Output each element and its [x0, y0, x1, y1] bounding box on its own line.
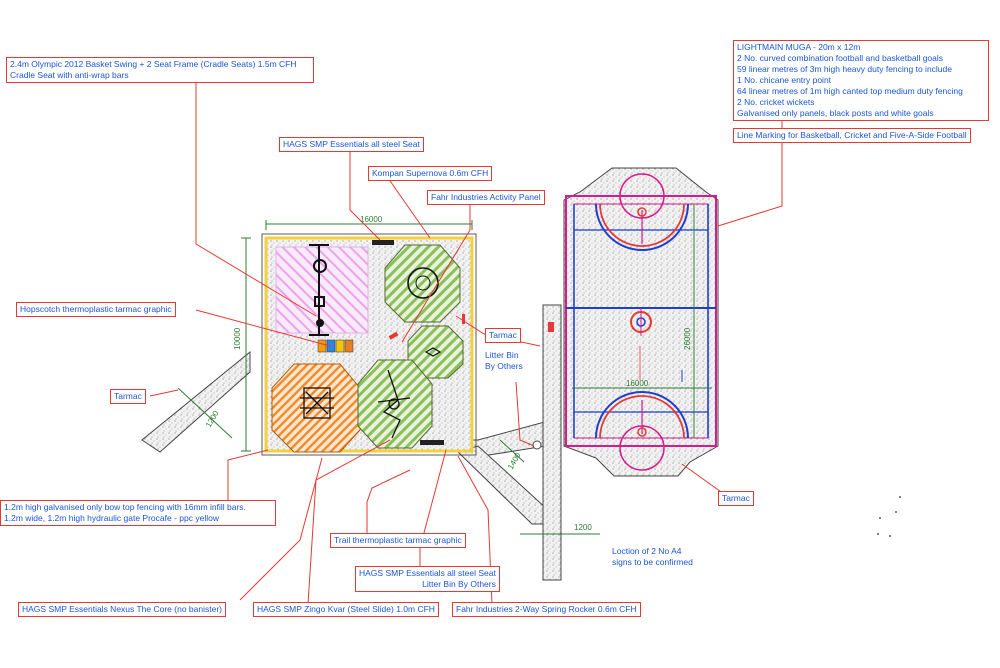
leader-lines	[149, 66, 783, 605]
label-line-marking: Line Marking for Basketball, Cricket and…	[733, 128, 971, 143]
label-tarmac-right: Tarmac	[718, 491, 754, 506]
label-signs-note: Loction of 2 No A4 signs to be confirmed	[612, 546, 693, 567]
label-fahr-panel: Fahr Industries Activity Panel	[427, 190, 545, 205]
tarmac-paths	[141, 304, 562, 581]
dimension-lines	[177, 204, 712, 535]
play-area	[261, 233, 477, 456]
label-tarmac-mid: Tarmac	[485, 328, 521, 343]
stray-marks	[877, 496, 901, 537]
dim-play-depth: 10000	[233, 327, 242, 350]
spring-rocker	[388, 331, 399, 340]
dim-play-width: 16000	[360, 215, 383, 224]
basket-swing-frame	[309, 244, 329, 336]
hopscotch-graphic	[317, 339, 354, 353]
dim-muga-width: 16000	[626, 379, 649, 388]
nexus-core-structure	[300, 387, 334, 419]
label-nexus: HAGS SMP Essentials Nexus The Core (no b…	[18, 602, 226, 617]
activity-panel	[462, 314, 465, 324]
seat-bottom	[420, 440, 444, 445]
muga-pitch	[563, 167, 719, 477]
kompan-supernova-area	[384, 244, 461, 323]
label-muga-spec: LIGHTMAIN MUGA - 20m x 12m 2 No. curved …	[733, 40, 989, 121]
litter-bin-symbol	[532, 440, 542, 450]
label-kompan: Kompan Supernova 0.6m CFH	[368, 166, 493, 181]
label-trail: Trail thermoplastic tarmac graphic	[330, 533, 466, 548]
label-rocker: Fahr Industries 2-Way Spring Rocker 0.6m…	[452, 602, 641, 617]
zingo-slide-structure	[377, 369, 411, 439]
zingo-slide-area	[357, 359, 433, 449]
label-zingo: HAGS SMP Zingo Kvar (Steel Slide) 1.0m C…	[253, 602, 439, 617]
label-tarmac-left: Tarmac	[110, 389, 146, 404]
gate-symbol	[548, 322, 554, 332]
dim-muga-length: 26000	[683, 327, 692, 350]
dim-path-mid: 1400	[506, 451, 523, 471]
label-hags-seat-top: HAGS SMP Essentials all steel Seat	[279, 137, 424, 152]
activity-panel-area	[407, 325, 464, 379]
label-basket-swing: 2.4m Olympic 2012 Basket Swing + 2 Seat …	[6, 57, 314, 83]
seat-top	[372, 240, 394, 245]
label-litter-bin: Litter Bin By Others	[485, 350, 523, 371]
dim-path-bottom: 1200	[574, 523, 592, 532]
label-hags-seat-bottom: HAGS SMP Essentials all steel Seat Litte…	[355, 566, 500, 592]
label-fencing: 1.2m high galvanised only bow top fencin…	[0, 500, 276, 526]
label-hopscotch: Hopscotch thermoplastic tarmac graphic	[16, 302, 176, 317]
